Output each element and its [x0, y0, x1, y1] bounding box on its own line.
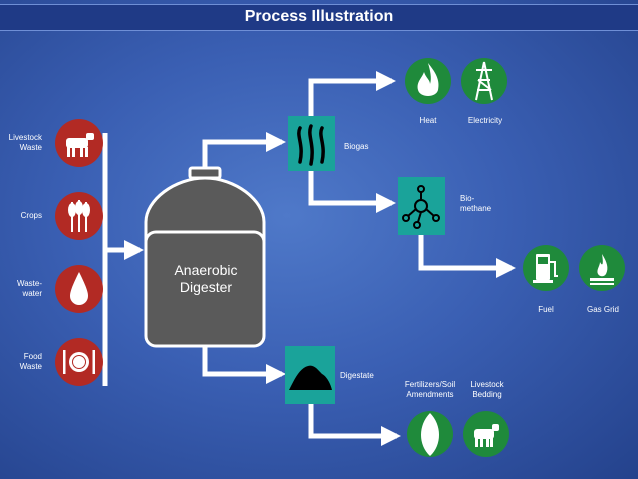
input-crops-circle	[55, 192, 103, 240]
output-fuel-circle	[523, 245, 569, 291]
fuel-pump-icon	[533, 254, 558, 283]
fertilizers-label: Fertilizers/Soil Amendments	[404, 380, 456, 399]
cow-icon	[474, 424, 499, 447]
methane-molecule-icon	[402, 185, 440, 229]
input-collector-line	[102, 133, 144, 386]
cow-icon	[66, 133, 94, 157]
biogas-flame-icon	[297, 124, 325, 166]
arrow-digestate-to-fertilizer-bedding	[308, 404, 401, 446]
water-drop-icon	[70, 272, 88, 305]
output-fertilizers-circle	[407, 411, 453, 457]
input-label-livestock-waste: Livestock Waste	[8, 133, 42, 152]
fuel-label: Fuel	[538, 305, 554, 314]
biogas-label: Biogas	[344, 142, 369, 151]
arrow-digester-to-biogas	[202, 132, 286, 168]
wheat-icon	[68, 200, 90, 232]
arrow-biomethane-to-fuel-grid	[418, 235, 516, 278]
output-gas-grid-circle	[579, 245, 625, 291]
digestate-label: Digestate	[340, 371, 374, 380]
arrow-biogas-to-heat-electricity	[308, 71, 396, 116]
biogas-box	[288, 116, 335, 171]
input-label-wastewater: Waste- water	[16, 279, 42, 298]
livestock-bedding-label: Livestock Bedding	[470, 380, 504, 399]
input-livestock-waste-circle	[55, 119, 103, 167]
arrow-digester-to-digestate	[202, 346, 286, 384]
input-label-crops: Crops	[20, 211, 42, 220]
gas-burner-icon	[590, 254, 614, 285]
digestate-box	[285, 346, 335, 404]
biomethane-box	[398, 177, 445, 235]
biomethane-label: Bio- methane	[460, 194, 492, 213]
leaf-icon	[421, 413, 439, 456]
output-electricity-circle	[461, 58, 507, 104]
anaerobic-digester	[144, 166, 266, 348]
digestate-pile-icon	[289, 365, 332, 390]
input-wastewater-circle	[55, 265, 103, 313]
output-livestock-bedding-circle	[463, 411, 509, 457]
output-heat-circle	[405, 58, 451, 104]
digester-label: Anaerobic Digester	[174, 262, 238, 295]
input-label-food-waste: Food Waste	[19, 352, 42, 371]
page-title: Process Illustration	[244, 8, 394, 25]
arrow-biogas-to-biomethane	[308, 171, 396, 213]
flame-icon	[417, 63, 439, 96]
gas-grid-label: Gas Grid	[586, 305, 619, 314]
title-bar	[0, 4, 638, 31]
plate-cutlery-icon	[63, 350, 95, 374]
input-food-waste-circle	[55, 338, 103, 386]
electricity-label: Electricity	[467, 116, 503, 125]
power-tower-icon	[475, 61, 493, 101]
heat-label: Heat	[419, 116, 437, 125]
